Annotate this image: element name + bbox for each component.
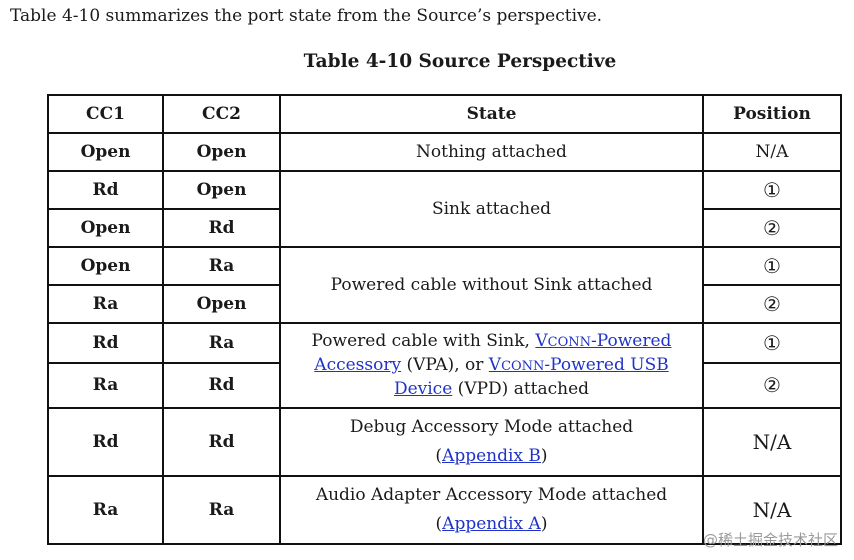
table-row: Ra Open ②	[47, 284, 842, 324]
cc1-cell: Ra	[47, 475, 164, 545]
cc2-cell: Rd	[162, 362, 281, 409]
cc2-cell: Ra	[162, 475, 281, 545]
table-row: Rd Ra Powered cable with Sink, VCONN-Pow…	[47, 322, 842, 409]
header-cc2: CC2	[162, 94, 281, 134]
table-row: Open Rd ②	[47, 208, 842, 248]
watermark: @稀土掘金技术社区	[702, 531, 838, 549]
table-row: Ra Ra Audio Adapter Accessory Mode attac…	[47, 475, 842, 545]
intro-text: Table 4-10 summarizes the port state fro…	[10, 6, 603, 26]
state-cell: Powered cable with Sink, VCONN-Powered A…	[279, 322, 704, 409]
state-text: Audio Adapter Accessory Mode attached	[315, 485, 668, 505]
state-text: (VPD) attached	[452, 379, 590, 399]
cc2-cell: Rd	[162, 208, 281, 248]
cc2-cell: Rd	[162, 407, 281, 477]
appendix-a-link[interactable]: Appendix A	[442, 514, 541, 534]
table-row: Rd Open Sink attached ①	[47, 170, 842, 248]
table-row: Open Open Nothing attached N/A	[47, 132, 842, 172]
table-row: Open Ra Powered cable without Sink attac…	[47, 246, 842, 324]
position-cell: ②	[702, 284, 842, 324]
position-cell: ①	[702, 322, 842, 364]
header-row: CC1 CC2 State Position	[47, 94, 842, 134]
cc2-cell: Open	[162, 284, 281, 324]
vconn-powered-accessory-link[interactable]: VCONN-Powered Accessory	[314, 331, 672, 375]
table-row: Rd Rd Debug Accessory Mode attached (App…	[47, 407, 842, 477]
state-text: Powered cable with Sink,	[311, 331, 536, 351]
state-cell: Nothing attached	[279, 132, 704, 172]
table-caption: Table 4-10 Source Perspective	[303, 51, 617, 72]
position-cell: ②	[702, 208, 842, 248]
vconn-powered-usb-device-link[interactable]: VCONN-Powered USB Device	[393, 355, 669, 399]
position-cell: N/A	[702, 407, 842, 477]
cc1-cell: Open	[47, 246, 164, 286]
cc2-cell: Ra	[162, 322, 281, 364]
position-cell: N/A	[702, 132, 842, 172]
cc2-cell: Open	[162, 170, 281, 210]
state-cell: Powered cable without Sink attached	[279, 246, 704, 324]
cc1-cell: Open	[47, 132, 164, 172]
state-cell: Debug Accessory Mode attached (Appendix …	[279, 407, 704, 477]
cc2-cell: Open	[162, 132, 281, 172]
appendix-b-link[interactable]: Appendix B	[442, 446, 541, 466]
source-perspective-table: CC1 CC2 State Position Open Open Nothing…	[47, 94, 842, 545]
position-cell: ①	[702, 246, 842, 286]
state-text: Debug Accessory Mode attached	[349, 417, 634, 437]
cc1-cell: Ra	[47, 362, 164, 409]
state-cell: Sink attached	[279, 170, 704, 248]
cc1-cell: Ra	[47, 284, 164, 324]
header-position: Position	[702, 94, 842, 134]
state-text: (VPA), or	[401, 355, 489, 375]
table-row: Ra Rd ②	[47, 362, 842, 409]
cc1-cell: Rd	[47, 170, 164, 210]
position-cell: ②	[702, 362, 842, 409]
position-cell: N/A	[702, 475, 842, 545]
cc1-cell: Rd	[47, 322, 164, 364]
header-state: State	[279, 94, 704, 134]
cc1-cell: Open	[47, 208, 164, 248]
position-cell: ①	[702, 170, 842, 210]
state-cell: Audio Adapter Accessory Mode attached (A…	[279, 475, 704, 545]
cc2-cell: Ra	[162, 246, 281, 286]
cc1-cell: Rd	[47, 407, 164, 477]
header-cc1: CC1	[47, 94, 164, 134]
